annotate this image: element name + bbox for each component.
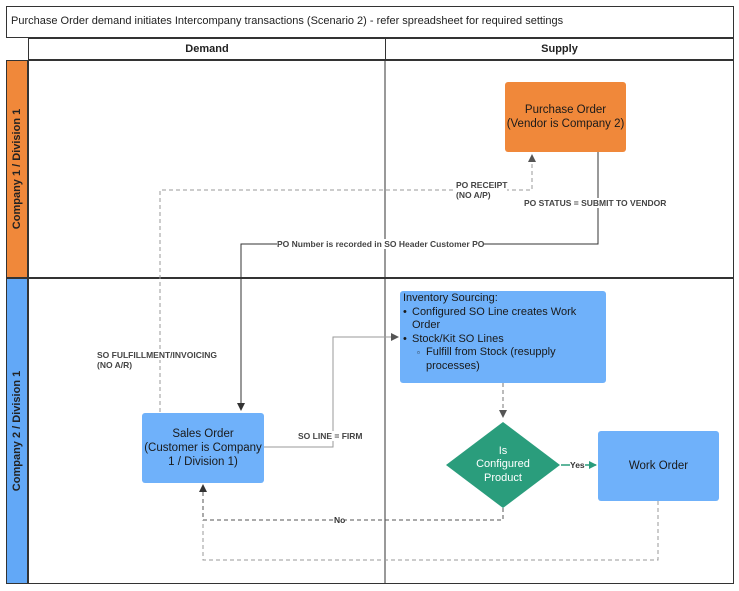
purchase-order-line2: (Vendor is Company 2) — [506, 118, 625, 130]
column-header-supply: Supply — [385, 38, 734, 60]
edge-label-so-fulfillment-2: (NO A/R) — [97, 360, 133, 370]
lane-label-company2: Company 2 / Division 1 — [6, 278, 28, 584]
bullet-dot-icon: • — [403, 332, 407, 345]
edge-so-fulfillment-to-po — [159, 154, 536, 412]
decision-line2: Configured — [476, 458, 530, 471]
decision-node: Is Configured Product — [463, 443, 543, 487]
purchase-order-line1: Purchase Order — [524, 104, 607, 116]
edge-label-yes: Yes — [570, 460, 585, 470]
edge-label-po-receipt-2: (NO A/P) — [456, 190, 491, 200]
inventory-sourcing-sub1-text: Fulfill from Stock (resupply — [426, 346, 556, 358]
edge-label-no: No — [334, 515, 346, 525]
edge-label-so-fulfillment-1: SO FULFILLMENT/INVOICING — [97, 350, 217, 360]
inventory-sourcing-bullet1-text: Configured SO Line creates Work — [412, 305, 577, 318]
decision-line1: Is — [498, 444, 508, 457]
column-header-demand: Demand — [28, 38, 386, 60]
bullet-dot-icon: • — [403, 305, 407, 318]
inventory-sourcing-bullet1-cont: Order — [412, 319, 441, 331]
inventory-sourcing-bullet2: • Stock/Kit SO Lines — [403, 333, 576, 347]
inventory-sourcing-heading: Inventory Sourcing: — [403, 292, 498, 304]
inventory-sourcing-bullet2-text: Stock/Kit SO Lines — [412, 332, 504, 345]
work-order-node: Work Order — [598, 431, 719, 501]
edge-so-to-sourcing — [264, 333, 399, 448]
sub-bullet-icon: ▫ — [417, 348, 420, 357]
inventory-sourcing-node: Inventory Sourcing: • Configured SO Line… — [400, 291, 606, 383]
edge-label-so-line: SO LINE = FIRM — [298, 431, 363, 441]
sales-order-node: Sales Order (Customer is Company 1 / Div… — [142, 413, 264, 483]
purchase-order-node: Purchase Order (Vendor is Company 2) — [505, 82, 626, 152]
sales-order-line1: Sales Order — [172, 428, 234, 440]
lane-label-company1: Company 1 / Division 1 — [6, 60, 28, 278]
edge-label-po-receipt: PO RECEIPT (NO A/P) — [456, 180, 508, 200]
sales-order-line2: (Customer is Company — [144, 442, 262, 454]
decision-diamond-shape — [446, 422, 560, 508]
edge-work-order-return — [202, 501, 659, 561]
inventory-sourcing-sub1-cont: processes) — [426, 359, 480, 372]
inventory-sourcing-subbullet: ▫ Fulfill from Stock (resupply processes… — [403, 346, 576, 373]
edge-label-so-fulfillment: SO FULFILLMENT/INVOICING (NO A/R) — [97, 350, 217, 370]
sales-order-line3: 1 / Division 1) — [168, 456, 238, 468]
diagram-title: Purchase Order demand initiates Intercom… — [6, 6, 734, 38]
edge-label-po-status: PO STATUS = SUBMIT TO VENDOR — [524, 198, 667, 208]
decision-line3: Product — [484, 471, 522, 484]
edge-label-po-number: PO Number is recorded in SO Header Custo… — [277, 239, 485, 249]
inventory-sourcing-bullet1: • Configured SO Line creates Work Order — [403, 306, 576, 333]
edge-decision-no — [199, 484, 504, 521]
edge-label-po-receipt-1: PO RECEIPT — [456, 180, 508, 190]
